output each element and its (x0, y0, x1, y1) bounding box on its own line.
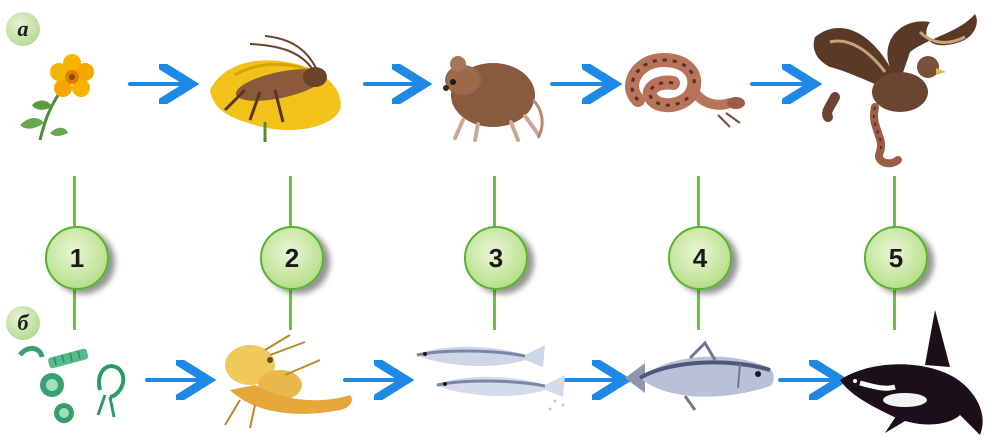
connector-1-bottom (73, 290, 76, 330)
snake-icon (618, 45, 748, 135)
connector-3-bottom (493, 290, 496, 330)
mouse-icon (433, 50, 548, 145)
zooplankton-icon (210, 330, 360, 430)
trophic-level-4-badge: 4 (668, 226, 732, 290)
connector-4-top (697, 176, 700, 226)
small-fish-icon (405, 335, 570, 415)
eagle-icon (810, 12, 980, 172)
flower-icon (10, 45, 110, 145)
connector-3-top (493, 176, 496, 226)
connector-2-bottom (289, 290, 292, 330)
trophic-level-1-badge: 1 (45, 226, 109, 290)
trophic-level-2-badge: 2 (260, 226, 324, 290)
trophic-level-3-badge: 3 (464, 226, 528, 290)
connector-5-top (893, 176, 896, 226)
connector-2-top (289, 176, 292, 226)
tuna-icon (620, 338, 780, 418)
orca-icon (830, 305, 995, 440)
connector-1-top (73, 176, 76, 226)
grasshopper-icon (205, 30, 350, 145)
phytoplankton-icon (10, 335, 140, 430)
connector-4-bottom (697, 290, 700, 330)
trophic-level-5-badge: 5 (864, 226, 928, 290)
